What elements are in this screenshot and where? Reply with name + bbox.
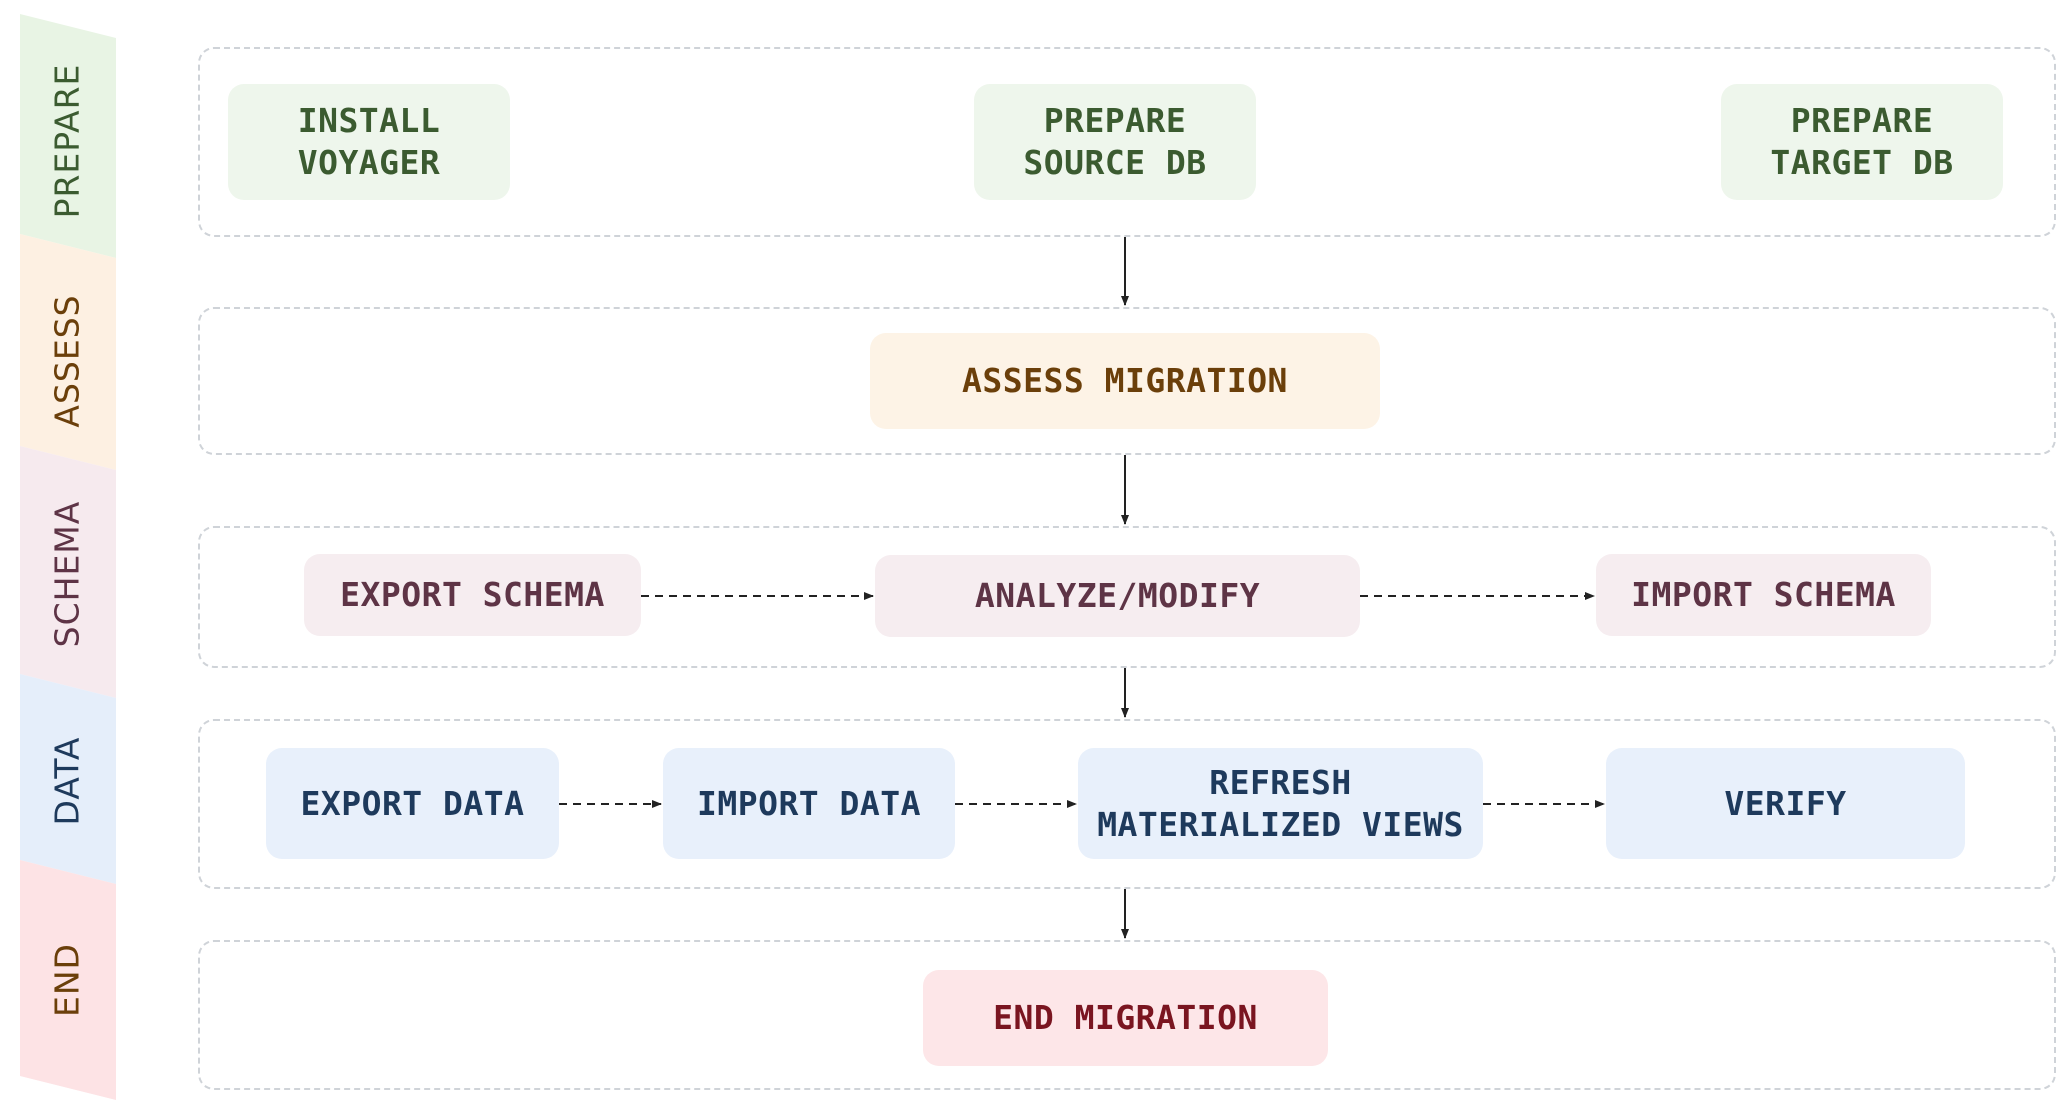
phase-ribbon [20, 14, 116, 1100]
lane-assess [198, 307, 2056, 455]
lane-prepare [198, 47, 2056, 237]
phase-band-end [20, 860, 116, 1100]
step-export-data[interactable]: EXPORT DATA [266, 748, 559, 859]
phase-band-data [20, 674, 116, 884]
step-analyze-modify[interactable]: ANALYZE/MODIFY [875, 555, 1360, 637]
step-export-schema[interactable]: EXPORT SCHEMA [304, 554, 641, 636]
step-verify[interactable]: VERIFY [1606, 748, 1965, 859]
step-end-migration[interactable]: END MIGRATION [923, 970, 1328, 1066]
step-import-data[interactable]: IMPORT DATA [663, 748, 955, 859]
step-install-voyager[interactable]: INSTALL VOYAGER [228, 84, 510, 200]
phase-band-prepare [20, 14, 116, 258]
phase-band-schema [20, 446, 116, 698]
step-prepare-source-db[interactable]: PREPARE SOURCE DB [974, 84, 1256, 200]
lane-data [198, 719, 2056, 889]
step-import-schema[interactable]: IMPORT SCHEMA [1596, 554, 1931, 636]
lane-schema [198, 526, 2056, 668]
lane-end [198, 940, 2056, 1090]
step-refresh-materialized-views[interactable]: REFRESH MATERIALIZED VIEWS [1078, 748, 1483, 859]
phase-band-assess [20, 234, 116, 470]
step-assess-migration[interactable]: ASSESS MIGRATION [870, 333, 1380, 429]
step-prepare-target-db[interactable]: PREPARE TARGET DB [1721, 84, 2003, 200]
